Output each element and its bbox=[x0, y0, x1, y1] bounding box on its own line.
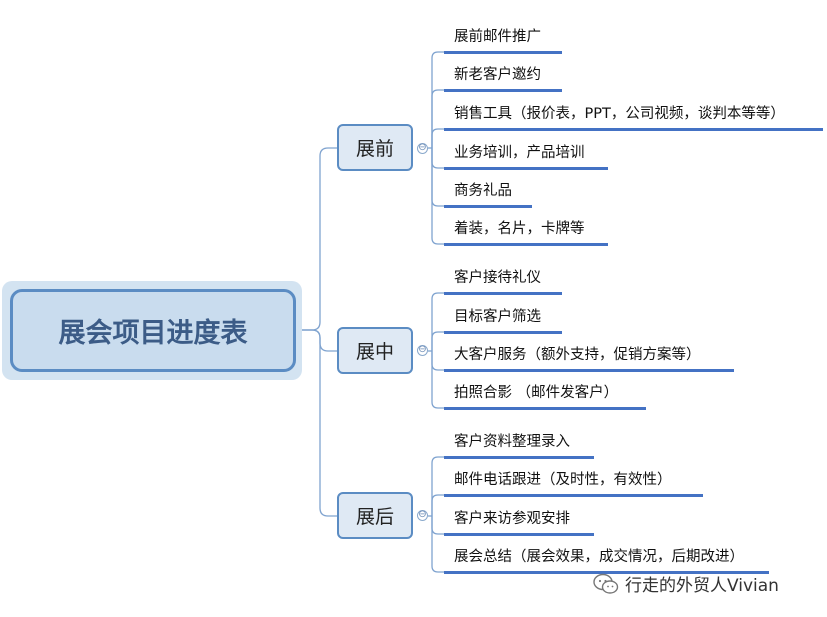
topic-underline bbox=[444, 407, 646, 410]
watermark: 行走的外贸人Vivian bbox=[593, 571, 779, 596]
topic-connector bbox=[431, 148, 444, 207]
topic-underline bbox=[444, 128, 823, 131]
topic-connector bbox=[431, 516, 444, 535]
topic-underline bbox=[444, 167, 608, 170]
topic-connector bbox=[431, 351, 444, 409]
topic-item[interactable]: 销售工具（报价表，PPT，公司视频，谈判本等等） bbox=[454, 106, 785, 122]
collapse-icon[interactable]: ⊖ bbox=[417, 344, 428, 356]
topic-item[interactable]: 大客户服务（额外支持，促销方案等） bbox=[454, 347, 701, 363]
stage-node-post[interactable]: 展后 bbox=[337, 492, 413, 539]
root-label: 展会项目进度表 bbox=[58, 318, 248, 349]
topic-item[interactable]: 客户接待礼仪 bbox=[454, 270, 541, 286]
topic-connector bbox=[431, 292, 444, 351]
stage-node-during[interactable]: 展中 bbox=[337, 327, 413, 374]
topic-item[interactable]: 展前邮件推广 bbox=[454, 29, 541, 45]
collapse-icon[interactable]: ⊖ bbox=[417, 142, 428, 154]
topic-item[interactable]: 业务培训，产品培训 bbox=[454, 145, 585, 161]
watermark-text: 行走的外贸人Vivian bbox=[625, 576, 779, 596]
topic-connector bbox=[431, 456, 444, 516]
topic-item[interactable]: 目标客户筛选 bbox=[454, 309, 541, 325]
stage-label: 展前 bbox=[355, 138, 394, 160]
topic-connector bbox=[431, 148, 444, 245]
topic-connector bbox=[431, 494, 444, 516]
topic-item[interactable]: 展会总结（展会效果，成交情况，后期改进） bbox=[454, 549, 744, 565]
topic-underline bbox=[444, 533, 594, 536]
topic-underline bbox=[444, 51, 562, 54]
topic-underline bbox=[444, 571, 769, 574]
topic-underline bbox=[444, 331, 562, 334]
topic-connector bbox=[431, 89, 444, 148]
stage-label: 展中 bbox=[355, 341, 394, 363]
root-node[interactable]: 展会项目进度表 bbox=[10, 289, 296, 372]
topic-connector bbox=[431, 51, 444, 148]
topic-item[interactable]: 客户资料整理录入 bbox=[454, 434, 570, 450]
topic-item[interactable]: 商务礼品 bbox=[454, 183, 512, 199]
topic-underline bbox=[444, 243, 608, 246]
topic-item[interactable]: 着装，名片，卡牌等 bbox=[454, 221, 585, 237]
topic-connector bbox=[431, 351, 444, 371]
topic-connector bbox=[431, 516, 444, 573]
topic-connector bbox=[431, 148, 444, 169]
topic-item[interactable]: 客户来访参观安排 bbox=[454, 511, 570, 527]
topic-underline bbox=[444, 205, 532, 208]
root-connector bbox=[302, 329, 337, 517]
topic-underline bbox=[444, 494, 703, 497]
topic-connector bbox=[431, 128, 444, 148]
stage-label: 展后 bbox=[355, 506, 394, 528]
root-connector bbox=[302, 147, 337, 331]
topic-item[interactable]: 拍照合影 （邮件发客户） bbox=[454, 385, 619, 401]
topic-underline bbox=[444, 369, 734, 372]
topic-underline bbox=[444, 292, 562, 295]
stage-node-pre[interactable]: 展前 bbox=[337, 124, 413, 171]
collapse-icon[interactable]: ⊖ bbox=[417, 509, 428, 521]
topic-underline bbox=[444, 456, 594, 459]
topic-underline bbox=[444, 89, 562, 92]
topic-connector bbox=[431, 331, 444, 351]
wechat-icon bbox=[593, 573, 619, 594]
topic-item[interactable]: 邮件电话跟进（及时性，有效性） bbox=[454, 472, 672, 488]
topic-item[interactable]: 新老客户邀约 bbox=[454, 67, 541, 83]
